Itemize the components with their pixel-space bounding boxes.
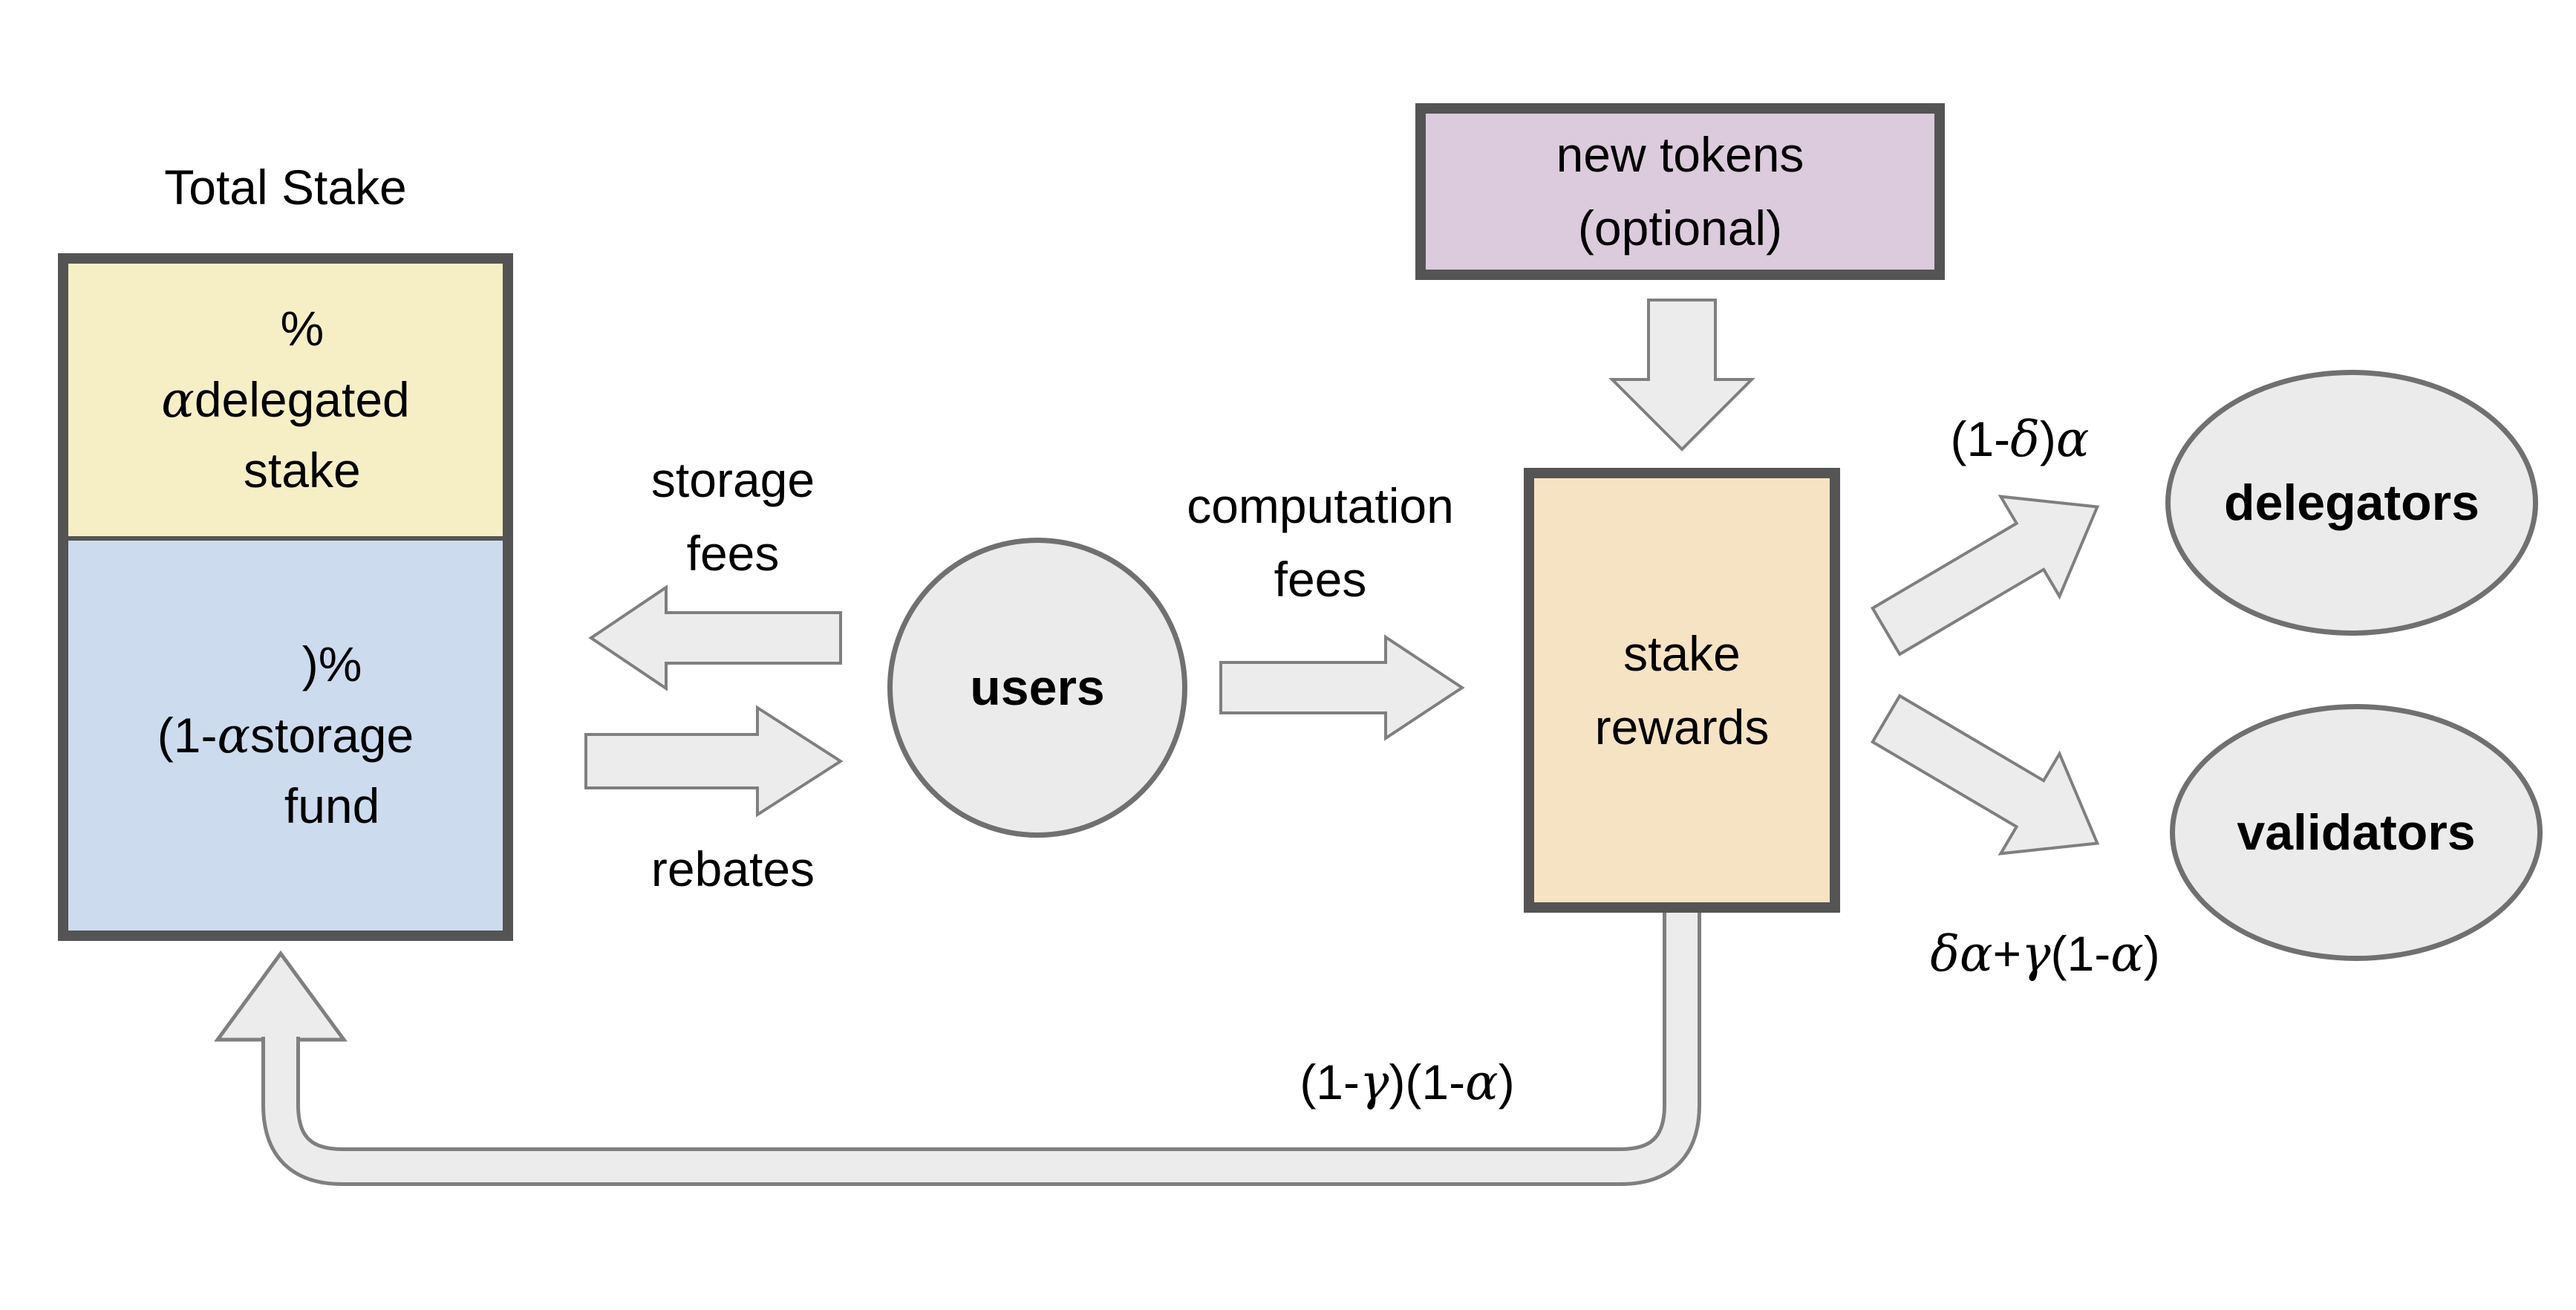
computation-fees-label: computation fees bbox=[1187, 478, 1454, 607]
validators-node: validators bbox=[2170, 704, 2543, 961]
total-stake-box: α% delegated stake (1-α)% storage fund bbox=[58, 253, 513, 941]
storage-fund-return-arrowhead bbox=[214, 950, 348, 1042]
new-tokens-box: new tokens (optional) bbox=[1415, 103, 1945, 280]
delegators-share-label: (1-δ)α bbox=[1950, 411, 2090, 468]
storage-fund-section: (1-α)% storage fund bbox=[68, 536, 503, 931]
delegators-arrow bbox=[1870, 495, 2100, 656]
users-node: users bbox=[887, 538, 1187, 838]
validators-share-label: δα+γ(1-α) bbox=[1930, 925, 2160, 982]
total-stake-title: Total Stake bbox=[164, 160, 407, 215]
rebates-arrow bbox=[584, 705, 844, 818]
validators-label: validators bbox=[2237, 804, 2476, 861]
delegators-label: delegators bbox=[2224, 475, 2479, 531]
rebates-label: rebates bbox=[650, 841, 815, 896]
storage-fund-return-pipe-outline bbox=[261, 902, 1701, 1186]
delegated-stake-section: α% delegated stake bbox=[68, 264, 503, 536]
storage-fund-return-pipe bbox=[265, 902, 1698, 1182]
delegators-node: delegators bbox=[2165, 370, 2538, 636]
storage-fund-return-label: (1-γ)(1-α) bbox=[1300, 1054, 1515, 1111]
stake-rewards-box: stake rewards bbox=[1524, 468, 1840, 913]
validators-arrow bbox=[1870, 694, 2100, 856]
storage-fees-arrow bbox=[588, 584, 842, 691]
computation-fees-arrow bbox=[1219, 634, 1465, 741]
storage-fees-label: storage fees bbox=[650, 452, 815, 581]
new-tokens-arrow bbox=[1608, 299, 1755, 452]
users-label: users bbox=[970, 659, 1105, 716]
